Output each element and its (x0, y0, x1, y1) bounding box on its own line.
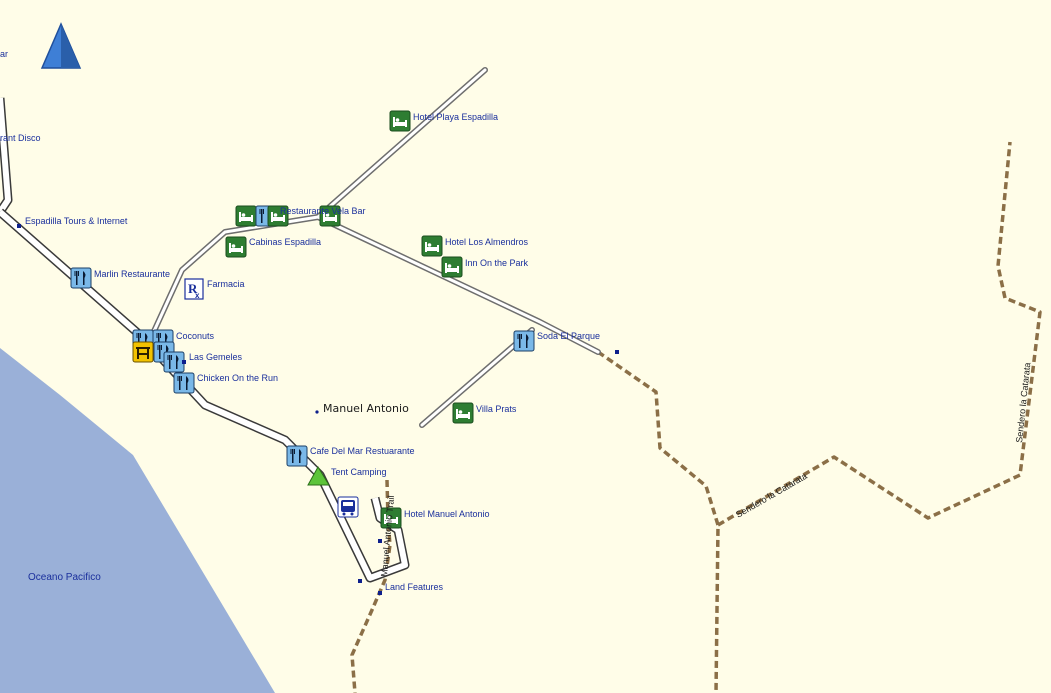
poi-villa-prats[interactable]: Villa Prats (452, 402, 517, 424)
poi-label-espadilla-tours: Espadilla Tours & Internet (25, 216, 128, 226)
poi-label-land-features: Land Features (385, 582, 444, 592)
svg-text:R: R (188, 281, 198, 296)
restaurant-icon (173, 372, 195, 394)
poi-label-coconuts: Coconuts (176, 331, 215, 341)
poi-label-hotel-manuel-antonio: Hotel Manuel Antonio (404, 509, 490, 519)
map-point (358, 579, 362, 583)
restaurant-icon (513, 330, 535, 352)
poi-label-cabinas-espadilla: Cabinas Espadilla (249, 237, 321, 247)
poi-label-cafe-del-mar: Cafe Del Mar Restuarante (310, 446, 415, 456)
tent-icon (307, 466, 330, 486)
north-arrow-icon (40, 22, 82, 69)
ocean-area (0, 348, 275, 693)
poi-las-gemeles[interactable]: Las Gemeles (153, 341, 243, 373)
poi-farmacia[interactable]: R x Farmacia (184, 278, 245, 300)
poi-label-tent-camping: Tent Camping (331, 467, 387, 477)
poi-tent-camping[interactable]: Tent Camping (307, 466, 387, 486)
trail-manuel-antonio[interactable] (350, 479, 392, 693)
amusement-icon[interactable] (132, 341, 154, 363)
poi-espadilla-tours[interactable]: Espadilla Tours & Internet (17, 216, 128, 228)
poi-restaurante-vela-bar[interactable]: Restaurante Vela Bar (235, 205, 366, 227)
town-label: Manuel Antonio (323, 402, 409, 415)
pharmacy-icon: R x (184, 278, 204, 300)
ocean-label: Oceano Pacifico (28, 572, 101, 583)
poi-cabinas-espadilla[interactable]: Cabinas Espadilla (225, 236, 321, 258)
bus-icon[interactable] (337, 496, 359, 518)
poi-label-restaurant-disco: rant Disco (0, 133, 41, 143)
town-dot (315, 410, 319, 414)
map-point (378, 539, 382, 543)
poi-label-restaurante-vela-bar: Restaurante Vela Bar (280, 206, 366, 216)
hotel-icon (235, 205, 257, 227)
restaurant-icon (163, 351, 185, 373)
restaurant-icon (286, 445, 308, 467)
poi-label-soda-el-parque: Soda El Parque (537, 331, 600, 341)
hotel-icon (421, 235, 443, 257)
hotel-icon (441, 256, 463, 278)
hotel-icon (389, 110, 411, 132)
trail-sendero-la-catarata[interactable] (597, 141, 1042, 693)
poi-cafe-del-mar[interactable]: Cafe Del Mar Restuarante (286, 445, 415, 467)
poi-label-bar-edge: ar (0, 49, 8, 59)
poi-label-hotel-los-almendros: Hotel Los Almendros (445, 237, 529, 247)
svg-text:x: x (195, 291, 200, 300)
poi-label-las-gemeles: Las Gemeles (189, 352, 243, 362)
poi-inn-on-the-park[interactable]: Inn On the Park (441, 256, 529, 278)
trail-label-catarata: Sendero la Catarata (734, 471, 809, 520)
restaurant-icon (70, 267, 92, 289)
poi-label-villa-prats: Villa Prats (476, 404, 517, 414)
hotel-icon (452, 402, 474, 424)
road-network[interactable] (147, 67, 601, 428)
poi-label-chicken-on-the-run: Chicken On the Run (197, 373, 278, 383)
poi-hotel-manuel-antonio[interactable]: Hotel Manuel Antonio (380, 507, 490, 529)
poi-chicken-on-the-run[interactable]: Chicken On the Run (173, 372, 278, 394)
poi-marlin-restaurante[interactable]: Marlin Restaurante (70, 267, 170, 289)
poi-soda-el-parque[interactable]: Soda El Parque (513, 330, 600, 352)
poi-label-inn-on-the-park: Inn On the Park (465, 258, 529, 268)
poi-label-farmacia: Farmacia (207, 279, 245, 289)
poi-coconuts[interactable]: Coconuts (132, 329, 215, 351)
poi-label-marlin-restaurante: Marlin Restaurante (94, 269, 170, 279)
poi-hotel-los-almendros[interactable]: Hotel Los Almendros (421, 235, 529, 257)
poi-hotel-playa-espadilla[interactable]: Hotel Playa Espadilla (389, 110, 498, 132)
poi-label-hotel-playa-espadilla: Hotel Playa Espadilla (413, 112, 498, 122)
hotel-icon (225, 236, 247, 258)
map-point (615, 350, 619, 354)
poi-land-features[interactable]: Land Features (378, 582, 444, 595)
